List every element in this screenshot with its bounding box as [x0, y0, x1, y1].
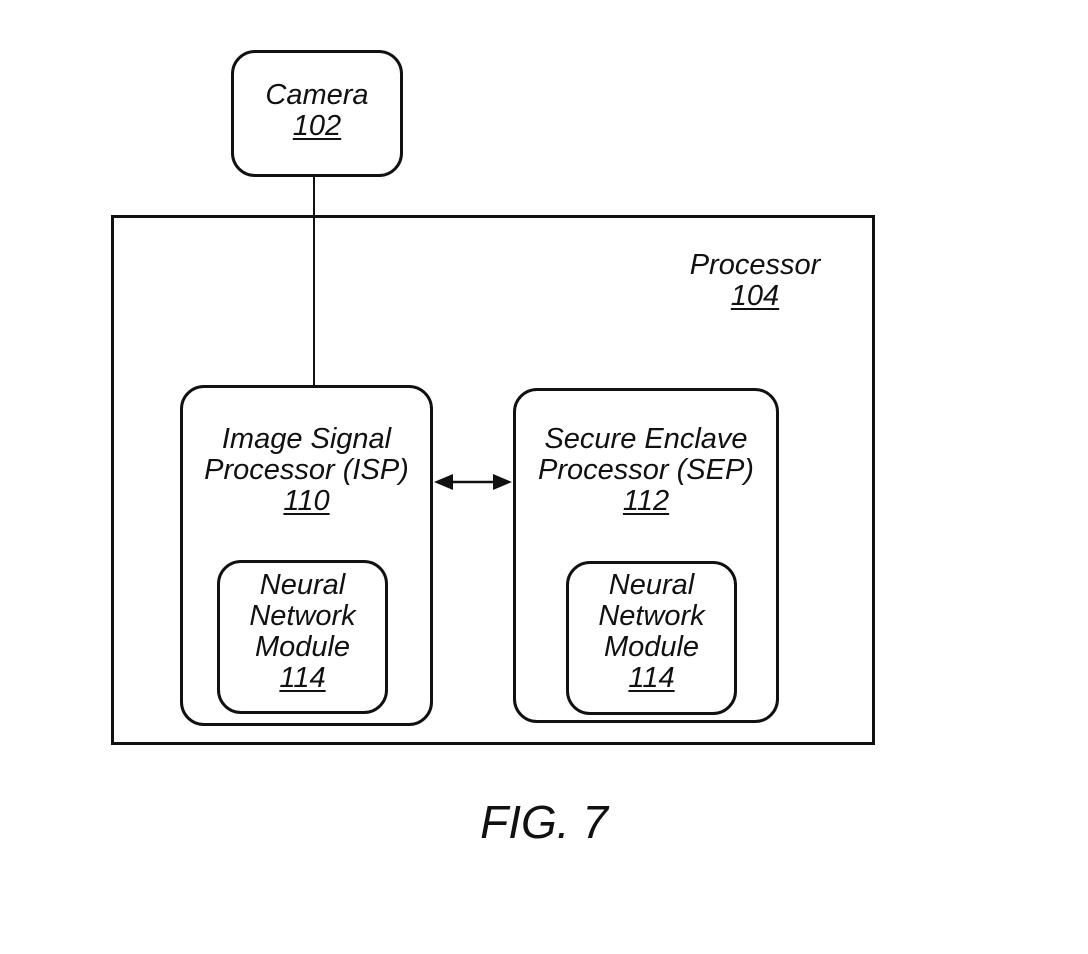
sep-nn-line1: Neural [608, 569, 695, 601]
camera-name: Camera [265, 79, 369, 111]
figure-caption: FIG. 7 [480, 796, 608, 848]
processor-ref: 104 [730, 280, 780, 312]
isp-ref: 110 [283, 485, 330, 517]
isp-box [180, 385, 433, 726]
camera-label: Camera 102 [231, 80, 403, 142]
isp-sep-bidirectional-arrow-icon [434, 474, 512, 490]
isp-label: Image Signal Processor (ISP) 110 [180, 424, 433, 517]
arrow-head-right [493, 474, 512, 490]
camera-box [231, 50, 403, 177]
sep-nn-ref: 114 [628, 662, 675, 694]
processor-label: Processor 104 [670, 250, 840, 312]
camera-isp-connector [313, 177, 315, 386]
isp-nn-ref: 114 [279, 662, 326, 694]
isp-name-line1: Image Signal [221, 423, 392, 455]
sep-nn-line3: Module [603, 631, 700, 663]
sep-name-line2: Processor (SEP) [538, 454, 754, 486]
sep-ref: 112 [622, 485, 670, 517]
sep-name-line1: Secure Enclave [544, 423, 748, 455]
sep-nn-line2: Network [598, 600, 705, 632]
isp-nn-module-label: Neural Network Module 114 [217, 570, 388, 694]
processor-name: Processor [689, 249, 821, 281]
sep-label: Secure Enclave Processor (SEP) 112 [513, 424, 779, 517]
isp-nn-line1: Neural [259, 569, 346, 601]
arrow-head-left [434, 474, 453, 490]
camera-ref: 102 [292, 110, 342, 142]
sep-nn-module-label: Neural Network Module 114 [566, 570, 737, 694]
isp-nn-module-box [217, 560, 388, 714]
isp-nn-line2: Network [249, 600, 356, 632]
isp-nn-line3: Module [254, 631, 351, 663]
isp-name-line2: Processor (ISP) [204, 454, 409, 486]
sep-nn-module-box [566, 561, 737, 715]
